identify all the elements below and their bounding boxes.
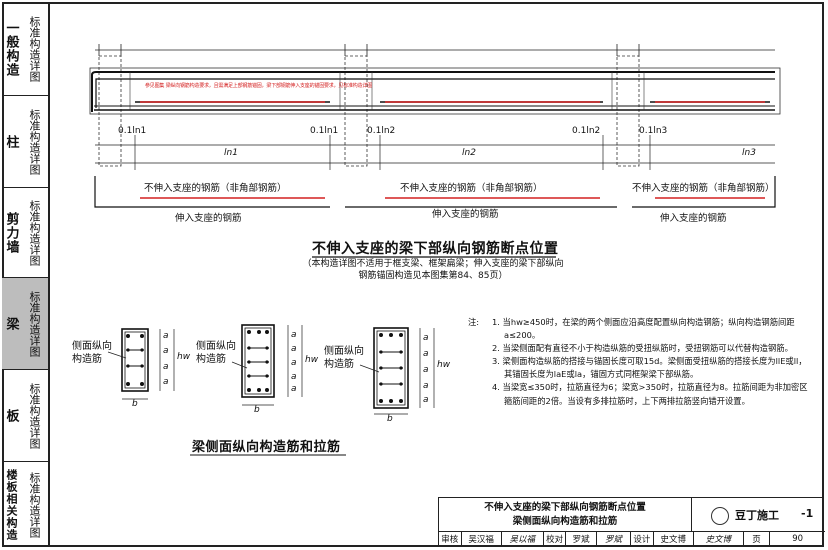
note-item: 1. 当hw≥450时，在梁的两个侧面应沿高度配置纵向构造钢筋；纵向构造钢筋间距… (492, 317, 795, 341)
side-bar-callout: 侧面纵向构造筋 (324, 346, 364, 370)
sidebar-item-label: 柱 (3, 134, 19, 149)
into-support-label: 伸入支座的钢筋 (175, 213, 242, 224)
title-block-title: 不伸入支座的梁下部纵向钢筋断点位置 梁侧面纵向构造筋和拉筋 (439, 498, 692, 532)
dim-a: a (423, 381, 429, 391)
dim-a: a (423, 395, 429, 405)
into-support-label: 伸入支座的钢筋 (432, 209, 499, 220)
diagram1-subnote: （本构造详图不适用于框支梁、框架扁梁；伸入支座的梁下部纵向 钢筋锚固构造见本图集… (302, 259, 564, 281)
dim-a: a (423, 349, 429, 359)
red-annotation: 参见图集 梁纵向钢筋构造要求，且需满足上部钢筋锚固，梁下部钢筋伸入支座的锚固要求… (145, 83, 372, 89)
into-support-label: 伸入支座的钢筋 (660, 213, 727, 224)
diagram1-title: 不伸入支座的梁下部纵向钢筋断点位置 (312, 241, 559, 257)
note-item: 4. 当梁宽≤350时，拉筋直径为6；梁宽>350时，拉筋直径为8。拉筋间距为非… (492, 382, 808, 406)
dim-hw: hw (305, 355, 319, 365)
sidebar-item-label: 梁 (3, 316, 19, 331)
sidebar-item-beam[interactable]: 梁 标准构造详图 (2, 278, 48, 370)
dim-a: a (163, 362, 169, 372)
sidebar-item-sublabel: 标准构造详图 (28, 199, 41, 266)
dim-hw: hw (177, 352, 191, 362)
dim-b: b (254, 405, 260, 415)
dim-label: 0.1ln2 (367, 126, 396, 136)
notes: 注: 1. 当hw≥450时，在梁的两个侧面应沿高度配置纵向构造钢筋；纵向构造钢… (468, 316, 810, 408)
signature-row: 审核 吴汉福 吴以福 校对 罗斌 罗斌 设计 史文博 史文博 页 90 (439, 531, 825, 547)
atlas-label: 豆丁施工 (735, 509, 779, 522)
sidebar-item-label: 一般构造 (3, 20, 19, 77)
sidebar-item-label: 剪力墙 (3, 211, 19, 254)
sidebar-item-column[interactable]: 柱 标准构造详图 (2, 96, 48, 188)
atlas-number: 豆丁施工 -1 (691, 498, 825, 532)
span-label: ln3 (742, 148, 756, 158)
sidebar-item-sublabel: 标准构造详图 (28, 108, 41, 175)
diagram2-title: 梁侧面纵向构造筋和拉筋 (192, 440, 341, 455)
dim-label: 0.1ln3 (639, 126, 668, 136)
atlas-suffix: -1 (801, 507, 814, 520)
dim-a: a (423, 333, 429, 343)
sidebar-item-shear-wall[interactable]: 剪力墙 标准构造详图 (2, 188, 48, 278)
sidebar-item-label: 楼板相关构造 (5, 468, 18, 541)
dim-a: a (291, 372, 297, 382)
dim-a: a (163, 331, 169, 341)
sidebar-item-sublabel: 标准构造详图 (28, 382, 41, 449)
dim-b: b (387, 414, 393, 424)
dim-a: a (291, 330, 297, 340)
dim-a: a (291, 384, 297, 394)
notes-prefix: 注: (468, 317, 480, 327)
dim-a: a (163, 346, 169, 356)
sidebar-item-sublabel: 标准构造详图 (28, 471, 41, 538)
dim-label: 0.1ln2 (572, 126, 601, 136)
sidebar: 一般构造 标准构造详图 柱 标准构造详图 剪力墙 标准构造详图 梁 标准构造详图… (2, 2, 50, 547)
dim-label: 0.1ln1 (310, 126, 339, 136)
dim-a: a (291, 358, 297, 368)
not-into-support-label: 不伸入支座的钢筋（非角部钢筋） (400, 183, 543, 194)
dim-hw: hw (437, 360, 451, 370)
side-bar-callout: 侧面纵向构造筋 (72, 341, 112, 365)
sidebar-item-label: 板 (3, 408, 19, 423)
not-into-support-label: 不伸入支座的钢筋（非角部钢筋） (144, 183, 287, 194)
dim-b: b (132, 399, 138, 409)
dim-a: a (423, 365, 429, 375)
dim-label: 0.1ln1 (118, 126, 147, 136)
sidebar-item-general[interactable]: 一般构造 标准构造详图 (2, 2, 48, 96)
side-bar-callout: 侧面纵向构造筋 (196, 341, 236, 365)
not-into-support-label: 不伸入支座的钢筋（非角部钢筋） (632, 183, 775, 194)
sidebar-item-sublabel: 标准构造详图 (28, 290, 41, 357)
wechat-logo-icon (711, 507, 729, 525)
note-item: 3. 梁侧面构造纵筋的搭接与锚固长度可取15d。梁侧面受扭纵筋的搭接长度为llE… (492, 356, 807, 380)
span-label: ln1 (224, 148, 238, 158)
title-block: 不伸入支座的梁下部纵向钢筋断点位置 梁侧面纵向构造筋和拉筋 豆丁施工 -1 审核… (438, 497, 825, 547)
sidebar-item-slab[interactable]: 板 标准构造详图 (2, 370, 48, 462)
span-label: ln2 (462, 148, 476, 158)
sidebar-item-sublabel: 标准构造详图 (28, 15, 41, 82)
note-item: 2. 当梁侧面配有直径不小于构造纵筋的受扭纵筋时，受扭钢筋可以代替构造钢筋。 (492, 343, 793, 354)
dim-a: a (291, 344, 297, 354)
dim-a: a (163, 377, 169, 387)
sidebar-item-slab-related[interactable]: 楼板相关构造 标准构造详图 (2, 462, 48, 547)
